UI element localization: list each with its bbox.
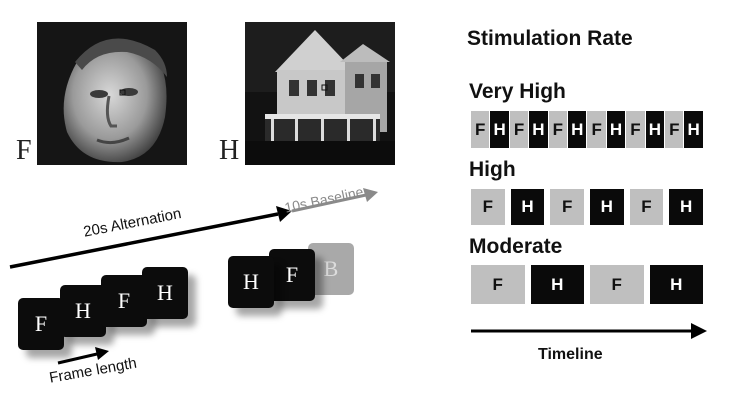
sequence-cell-face: F	[471, 265, 525, 304]
block-arrows	[9, 188, 378, 269]
rate-label-very-high: Very High	[469, 80, 566, 103]
timeline-arrow	[471, 323, 707, 339]
sequence-cell-house: H	[589, 189, 624, 225]
sequence-cell-house: H	[684, 111, 703, 148]
sequence-cell-house: H	[568, 111, 587, 148]
stimulation-rate-title: Stimulation Rate	[467, 27, 633, 50]
sequence-cell-house: H	[645, 111, 665, 148]
sequence-cell-face: F	[629, 189, 664, 225]
frame-card: F	[18, 298, 64, 350]
sequence-cell-house: H	[649, 265, 703, 304]
sequence-cell-face: F	[548, 111, 568, 148]
sequence-cell-face: F	[587, 111, 606, 148]
sequence-cell-house: H	[669, 189, 703, 225]
house-photo	[245, 22, 395, 165]
face-photo	[37, 22, 187, 165]
sequence-cell-face: F	[590, 265, 644, 304]
timeline-label: Timeline	[538, 346, 603, 363]
sequence-cell-house: H	[529, 111, 548, 148]
frame-card: H	[228, 256, 274, 308]
sequence-cell-face: F	[471, 189, 505, 225]
rate-label-high: High	[469, 158, 516, 181]
rate-label-moderate: Moderate	[469, 235, 563, 258]
frame-card: H	[60, 285, 106, 337]
baseline-frame-card: B	[308, 243, 354, 295]
sequence-cell-face: F	[550, 189, 584, 225]
frame-card: H	[142, 267, 188, 319]
frame-card: F	[269, 249, 315, 301]
sequence-cell-face: F	[509, 111, 529, 148]
sequence-cell-house: H	[530, 265, 584, 304]
sequence-cell-house: H	[490, 111, 509, 148]
face-letter: F	[16, 135, 32, 166]
sequence-cell-house: H	[510, 189, 545, 225]
frame-card: F	[101, 275, 147, 327]
frame-length-arrow	[57, 347, 109, 365]
sequence-cell-face: F	[471, 111, 490, 148]
house-letter: H	[219, 135, 240, 166]
sequence-cell-face: F	[626, 111, 645, 148]
sequence-cell-house: H	[606, 111, 626, 148]
sequence-cell-face: F	[665, 111, 684, 148]
